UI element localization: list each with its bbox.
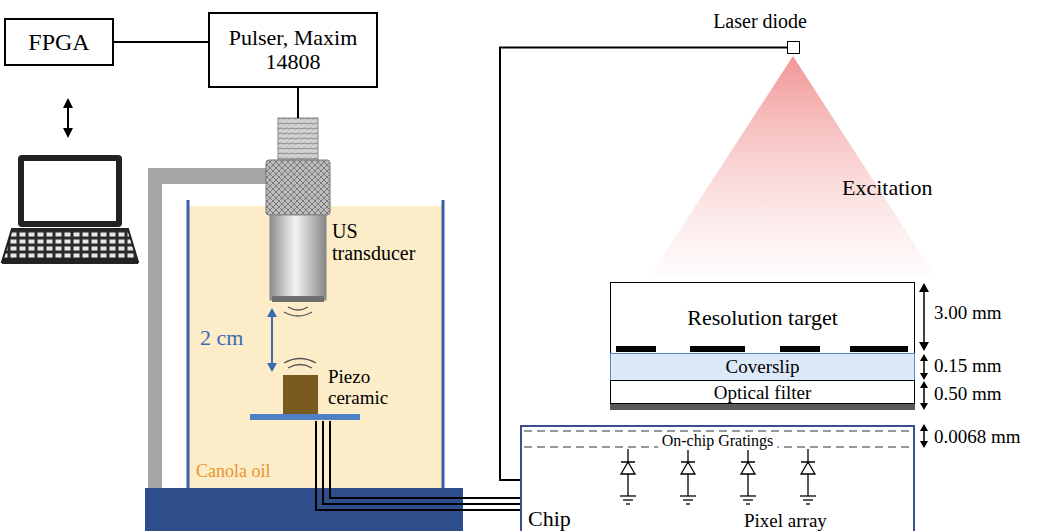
pulser-box: Pulser, Maxim 14808 <box>208 12 378 88</box>
laptop-icon <box>2 155 138 264</box>
distance-arrow <box>267 308 277 372</box>
dimension-label: 0.50 mm <box>934 384 1002 405</box>
connector-wire <box>500 48 787 481</box>
dimension-label: 3.00 mm <box>934 303 1002 324</box>
wire-line <box>323 421 520 504</box>
node-text: Resolution target <box>683 306 842 330</box>
node-text: Canola oil <box>196 462 271 482</box>
node-text: Pulser, Maxim 14808 <box>210 26 376 74</box>
tank-wall <box>442 200 445 490</box>
node-text: On-chip Gratings <box>658 432 778 450</box>
ultrasound-transducer: US transducer <box>268 118 328 308</box>
chip-box: Chip On-chip GratingsPixel array <box>520 425 915 531</box>
connector-wire <box>316 421 520 510</box>
filter-layer <box>610 403 915 410</box>
wire-line <box>330 421 520 498</box>
light-beam <box>650 56 935 276</box>
beam-label: Excitation <box>842 176 932 200</box>
node-text: Laser diode <box>713 10 807 32</box>
wire-line <box>500 48 787 481</box>
node-text: Optical filter <box>710 383 816 402</box>
connector-wire <box>298 88 299 118</box>
wire-line <box>297 88 299 118</box>
dimension-label: 0.15 mm <box>934 356 1002 377</box>
double-arrow <box>63 98 73 138</box>
wire-line <box>114 41 208 43</box>
fpga-box: FPGA <box>4 18 114 66</box>
pixel-array <box>620 449 816 504</box>
node-text: Coverslip <box>722 357 804 378</box>
laser-diode: Laser diode <box>787 41 800 54</box>
tank-wall <box>187 200 190 490</box>
stand-post <box>148 168 162 490</box>
node-text: US transducer <box>332 220 432 264</box>
coverslip-layer: Coverslip <box>610 353 915 381</box>
piezo-ceramic: Piezo ceramic <box>250 360 360 421</box>
target-pattern <box>616 346 908 352</box>
dimension-label: 0.0068 mm <box>934 427 1021 448</box>
node-text: FPGA <box>24 29 93 55</box>
resolution-target: Resolution target <box>610 282 915 354</box>
node-text: Pixel array <box>744 511 827 531</box>
node-text: Chip <box>528 507 571 530</box>
wire-line <box>316 421 520 510</box>
node-text: Piezo ceramic <box>328 367 408 409</box>
transducer-drawing <box>266 118 330 316</box>
dimension-arrows <box>919 283 929 448</box>
stand-arm <box>148 168 270 184</box>
optical-filter: Optical filter <box>610 380 915 404</box>
connector-wire <box>114 42 208 43</box>
distance-label: 2 cm <box>200 326 243 350</box>
